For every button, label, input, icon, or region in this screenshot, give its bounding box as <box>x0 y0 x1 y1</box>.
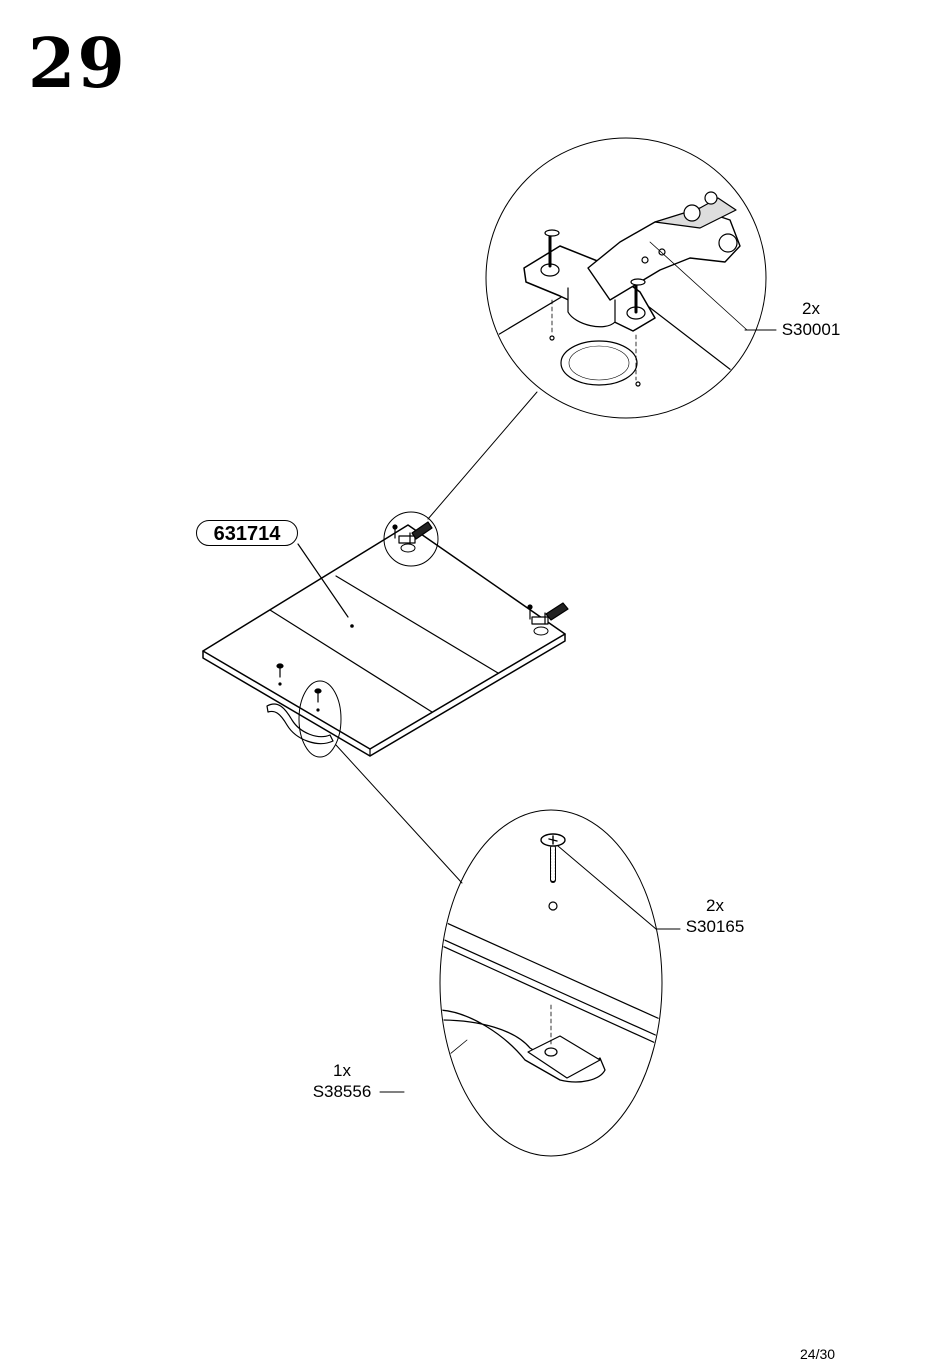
callout-screw: 2x S30165 <box>680 895 750 937</box>
callout-code: S38556 <box>306 1081 378 1102</box>
callout-qty: 1x <box>306 1060 378 1081</box>
hinge-detail-view <box>486 138 770 418</box>
hinge-small-2 <box>528 603 568 635</box>
callout-qty: 2x <box>680 895 750 916</box>
door-panel <box>203 525 565 756</box>
page-number: 24/30 <box>800 1346 835 1362</box>
handle-detail-view <box>380 810 680 1156</box>
callout-handle: 1x S38556 <box>306 1060 378 1102</box>
callout-qty: 2x <box>776 298 846 319</box>
callout-hinge: 2x S30001 <box>776 298 846 340</box>
callout-code: S30165 <box>680 916 750 937</box>
panel-part-number: 631714 <box>196 520 298 546</box>
callout-code: S30001 <box>776 319 846 340</box>
